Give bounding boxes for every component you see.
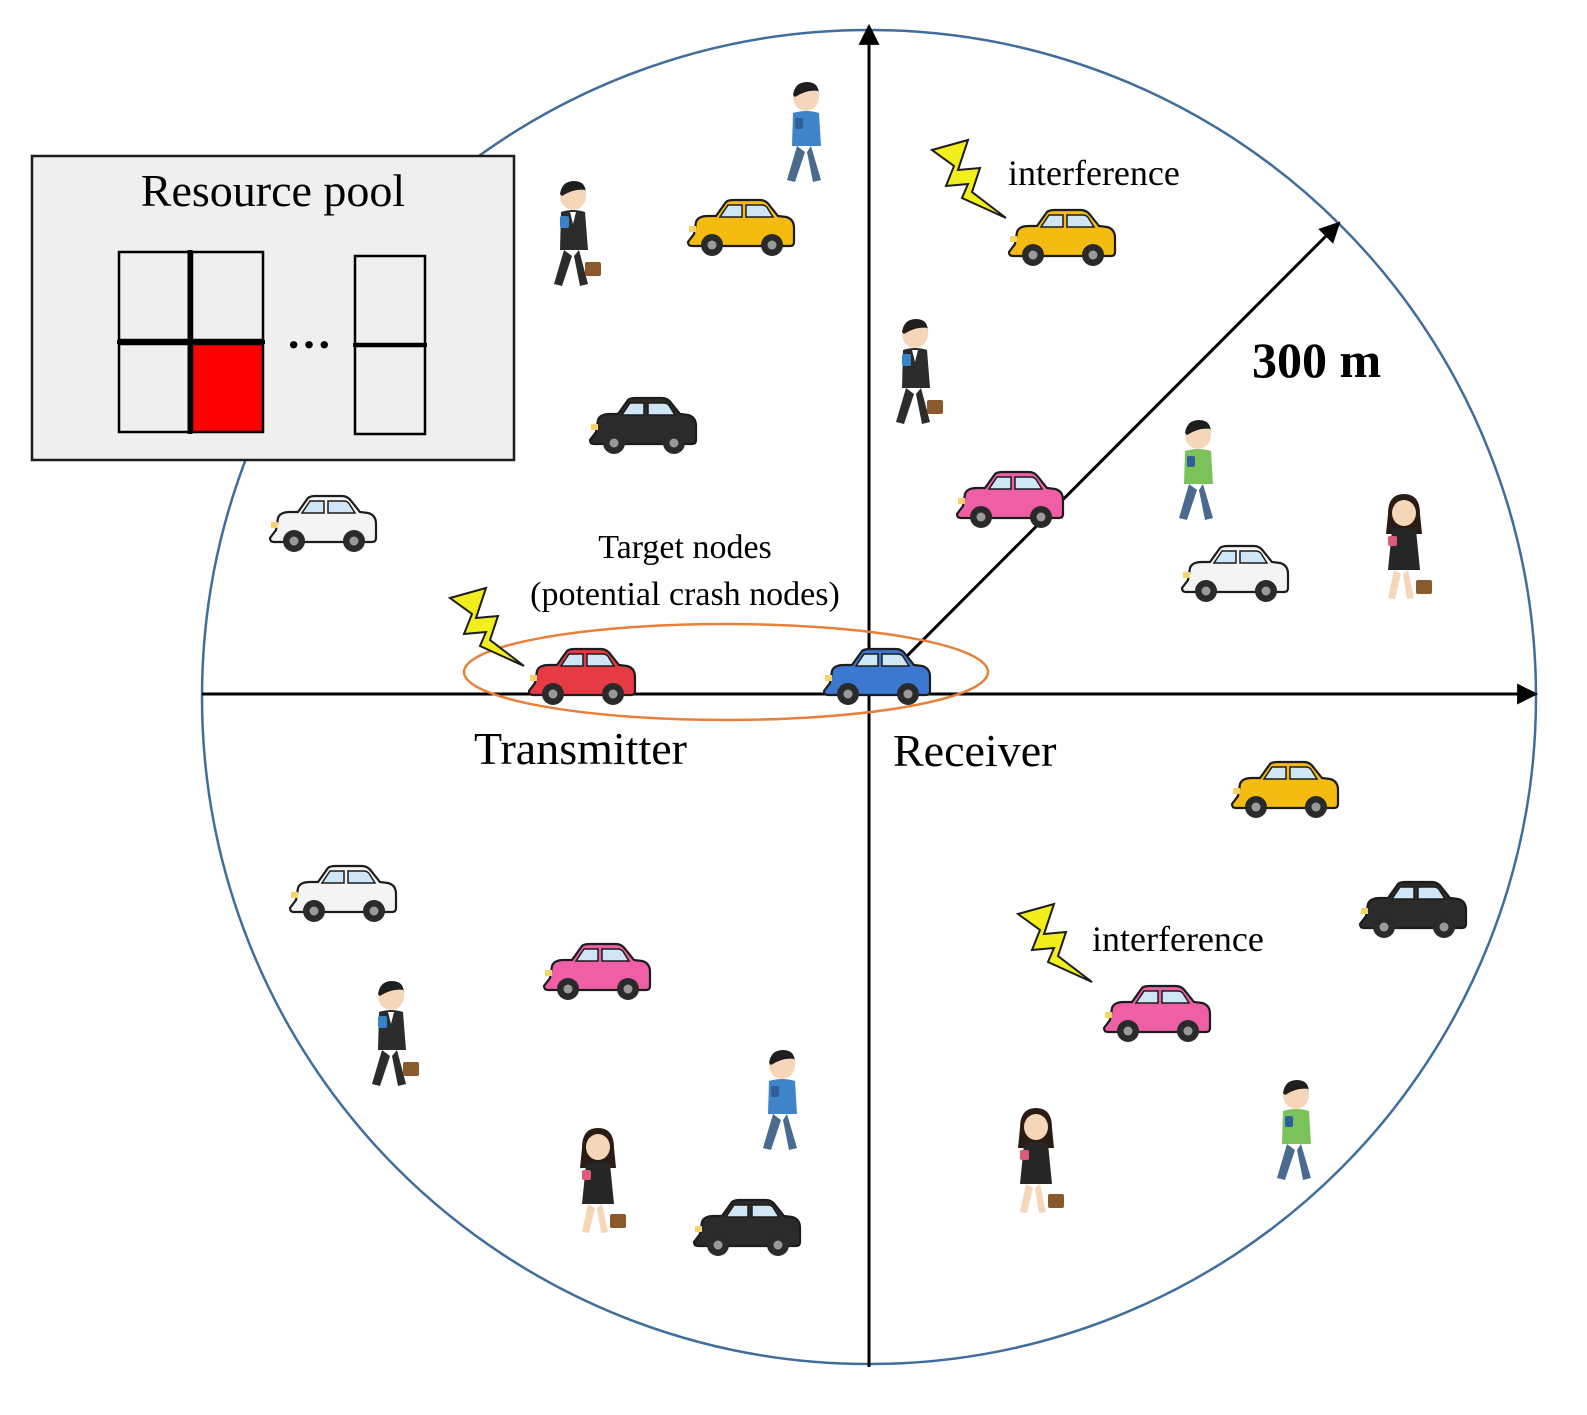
resource-block [353,254,427,346]
car-pink [955,470,1065,530]
resource-block [353,344,427,436]
pedestrian-green [1277,1080,1311,1180]
car-black [1358,880,1468,940]
car-black [692,1198,802,1258]
resource-pool-title: Resource pool [140,165,406,216]
transmitter-label: Transmitter [474,723,687,774]
resource-block [117,250,192,342]
car-yellow [1007,208,1117,268]
car-white [268,494,378,554]
pedestrian-blue [787,82,821,182]
resource-pool-box: ··· [30,154,516,462]
car-yellow [686,198,796,258]
car-white [1180,544,1290,604]
transmitter-car [527,647,637,707]
pedestrian-green [1179,420,1213,520]
car-yellow [1230,760,1340,820]
resource-block [117,342,192,434]
resource-ellipsis: ··· [286,319,332,370]
target-nodes-label: Target nodes [598,529,772,566]
resource-block-selected [190,342,265,434]
car-pink [1102,984,1212,1044]
interference-label: interference [1008,153,1180,193]
interference-lightning-icon [931,139,1007,219]
target-nodes-ellipse [462,622,990,722]
pedestrian-woman [580,1128,626,1233]
pedestrian-woman [1386,494,1432,599]
pedestrian-suit [896,319,943,424]
receiver-car [822,647,932,707]
pedestrian-blue [763,1050,797,1150]
car-white [288,864,398,924]
interference-lightning-icon [1017,903,1093,983]
potential-crash-nodes-label: (potential crash nodes) [530,576,840,613]
pedestrian-suit [554,181,601,286]
interference-label: interference [1092,919,1264,959]
radius-arrow [867,221,1341,696]
pedestrian-suit [372,981,419,1086]
receiver-label: Receiver [893,725,1057,776]
pedestrian-woman [1018,1108,1064,1213]
resource-block [190,250,265,342]
range-label: 300 m [1252,332,1382,388]
car-black [588,396,698,456]
car-pink [542,942,652,1002]
